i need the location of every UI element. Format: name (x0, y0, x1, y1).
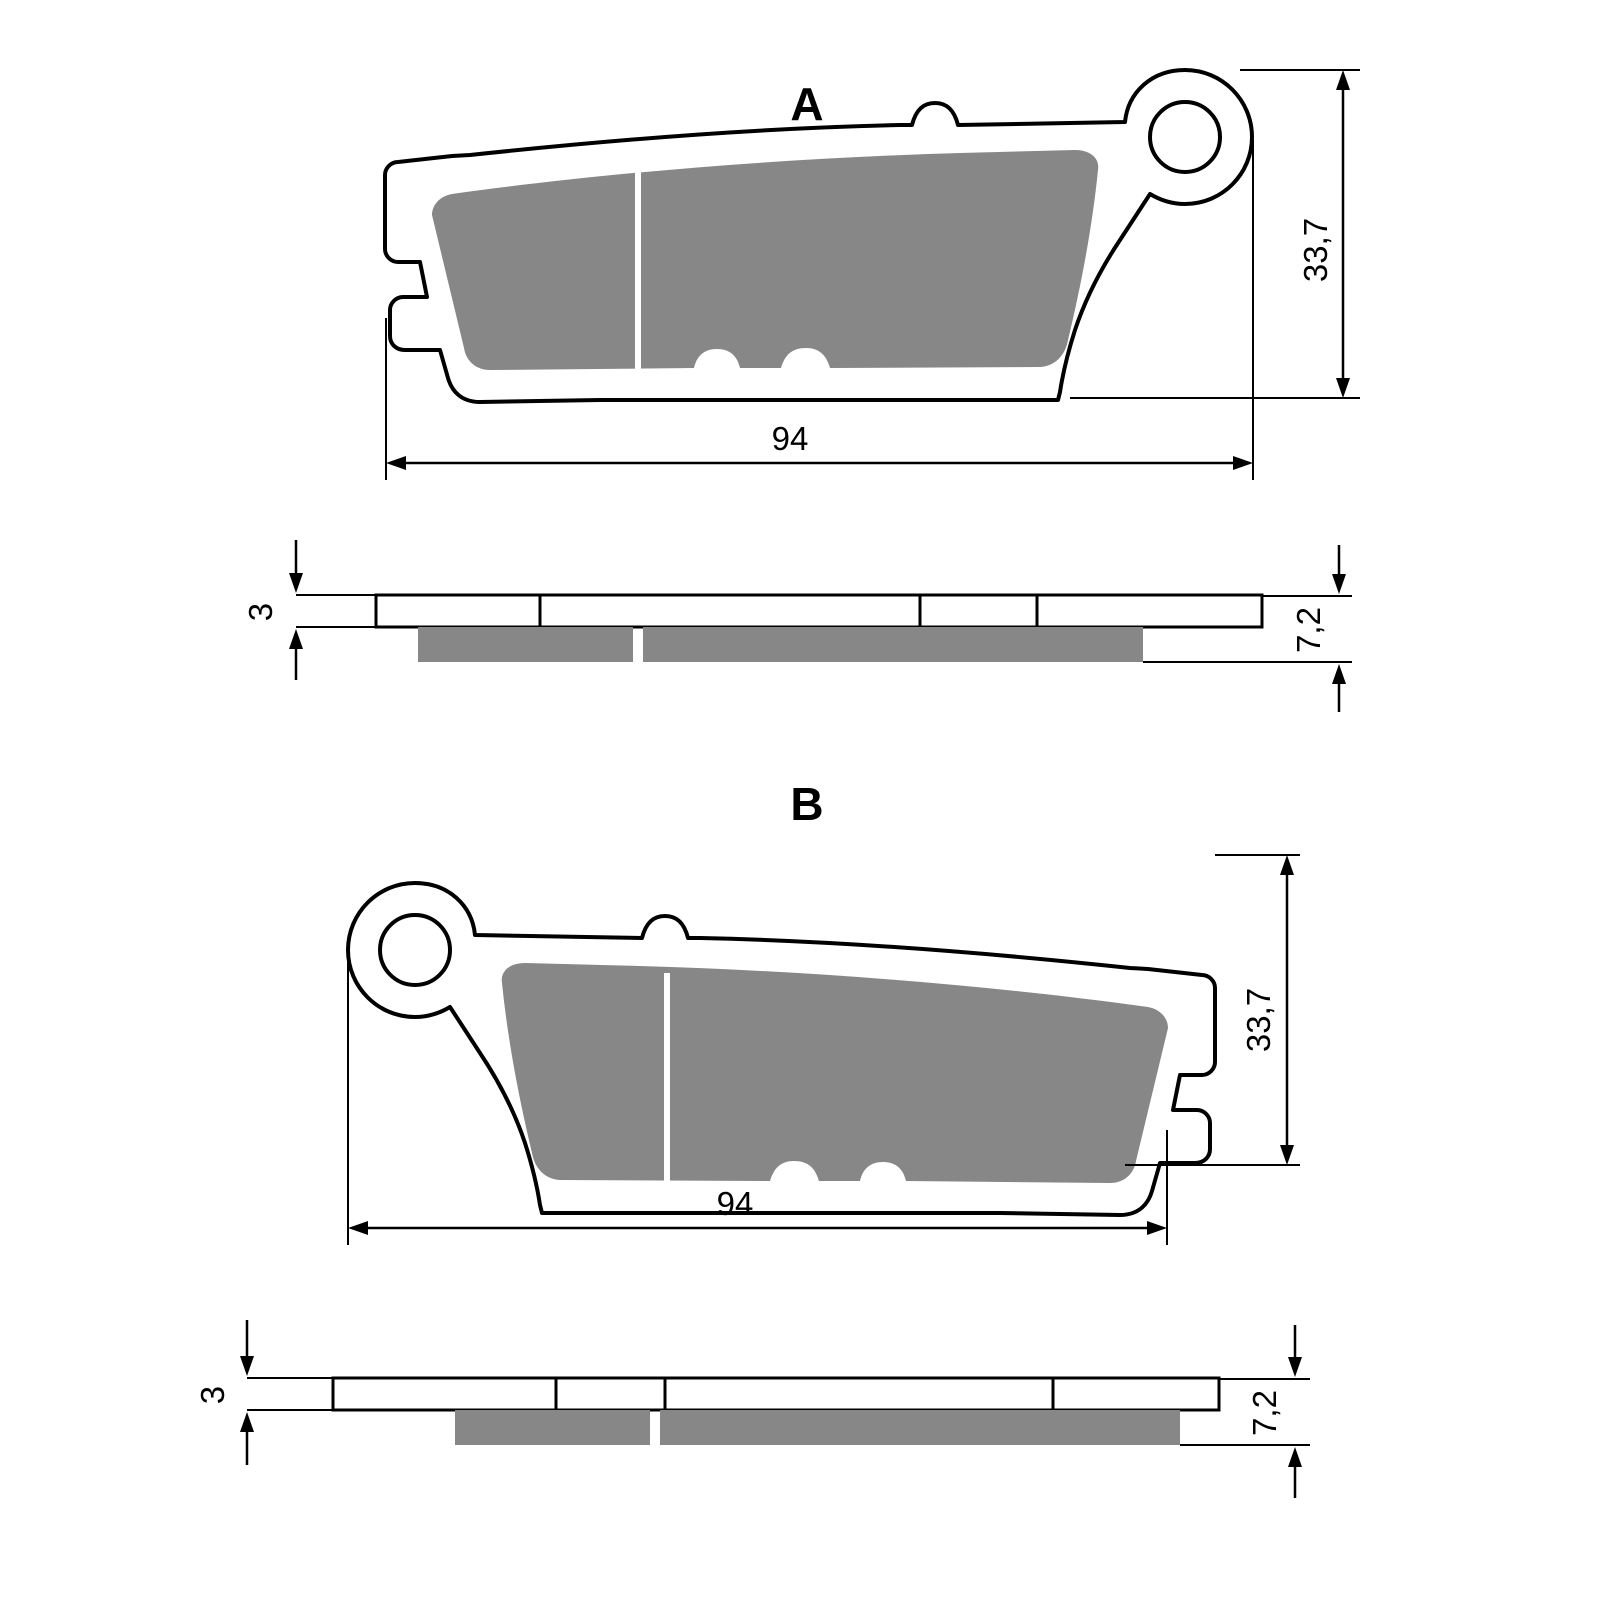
pad-b-mounting-hole (378, 913, 452, 987)
pad-b-thickness-value: 3 (194, 1386, 231, 1404)
pad-b-total-thickness-value: 7,2 (1246, 1390, 1283, 1436)
pad-b-height-dimension: 33,7 (1125, 854, 1300, 1166)
view-b-group: B 33,7 94 (346, 778, 1300, 1245)
pad-b-thickness-dimension: 3 (194, 1320, 333, 1465)
pad-a-mounting-hole (1148, 100, 1222, 174)
view-b-label: B (790, 778, 823, 830)
pad-a-total-thickness-dimension: 7,2 (1143, 545, 1352, 712)
pad-b-side-friction-left (455, 1410, 650, 1445)
pad-a-height-dimension: 33,7 (1070, 69, 1360, 399)
pad-b-side-friction-right (660, 1410, 1180, 1445)
pad-b-length-value: 94 (717, 1185, 754, 1222)
pad-b-total-thickness-dimension: 7,2 (1180, 1325, 1310, 1498)
pad-a-total-thickness-value: 7,2 (1290, 607, 1327, 653)
view-a-label: A (790, 78, 823, 130)
pad-a-length-value: 94 (772, 420, 809, 457)
pad-b-length-dimension: 94 (347, 955, 1168, 1245)
pad-a-thickness-value: 3 (242, 603, 279, 621)
pad-a-length-dimension: 94 (385, 140, 1254, 480)
view-a-side-profile-group: 3 7,2 (242, 540, 1352, 712)
pad-a-friction-material (432, 150, 1099, 370)
pad-a-side-friction-left (418, 627, 633, 662)
pad-b-backing-plate (331, 1376, 1221, 1412)
pad-a-backing-plate (374, 593, 1264, 629)
view-b-side-profile-group: 3 7,2 (194, 1320, 1310, 1498)
view-a-group: A 33,7 94 (383, 68, 1360, 480)
pad-a-side-friction-right (643, 627, 1143, 662)
pad-b-height-value: 33,7 (1240, 988, 1277, 1052)
pad-a-thickness-dimension: 3 (242, 540, 376, 680)
pad-a-height-value: 33,7 (1297, 218, 1334, 282)
